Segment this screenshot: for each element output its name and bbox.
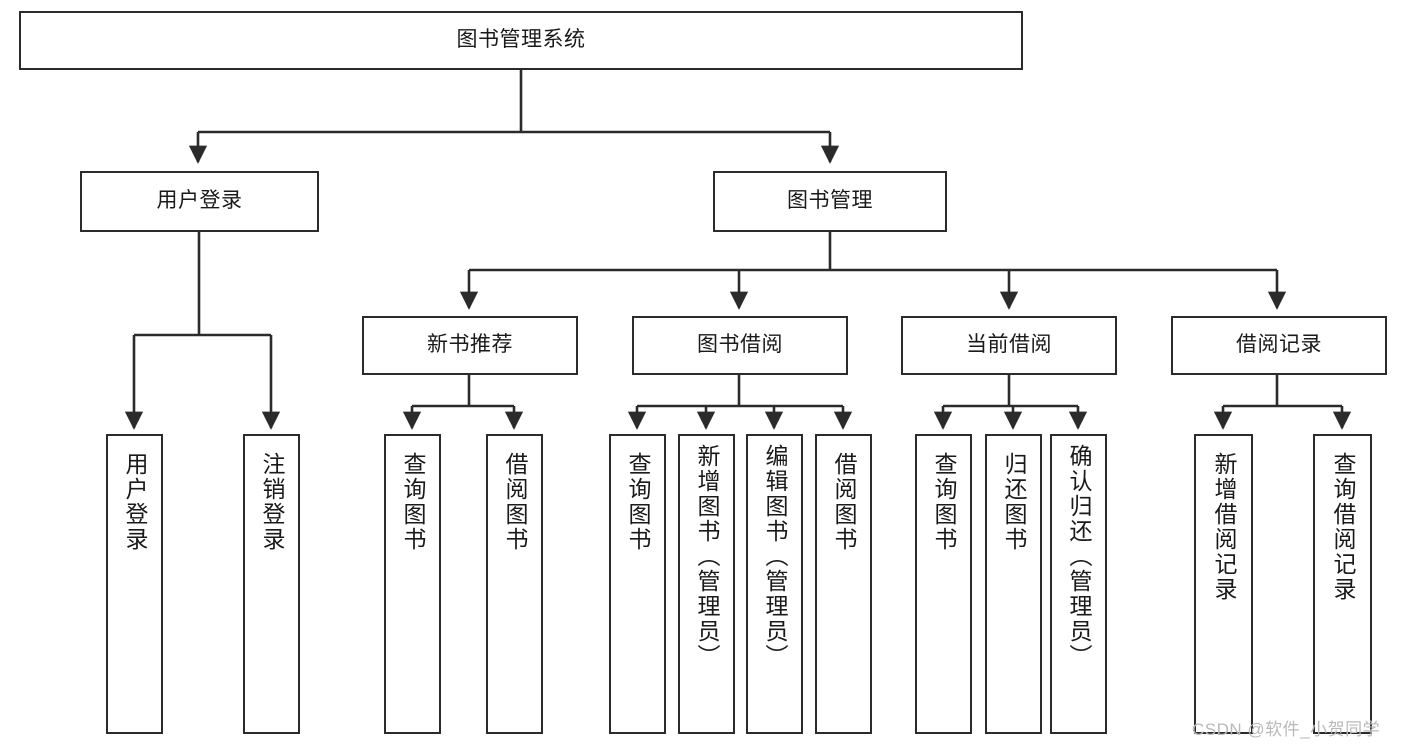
node-label: 图书管理: [787, 189, 873, 213]
leaf-user-login-logout[interactable]: 注销登录: [243, 434, 300, 734]
leaf-book-borrow-add[interactable]: 新增图书（管理员）: [678, 434, 735, 734]
leaf-new-book-query[interactable]: 查询图书: [384, 434, 441, 734]
leaf-borrow-record-query[interactable]: 查询借阅记录: [1313, 434, 1372, 734]
node-label: 注销登录: [259, 452, 285, 552]
node-book-management[interactable]: 图书管理: [713, 171, 947, 232]
node-label: 查询借阅记录: [1330, 452, 1356, 602]
node-label: 借阅图书: [502, 452, 528, 552]
leaf-user-login-login[interactable]: 用户登录: [106, 434, 163, 734]
node-label: 查询图书: [400, 452, 426, 552]
node-current-borrow[interactable]: 当前借阅: [901, 316, 1117, 375]
node-label: 归还图书: [1001, 452, 1027, 552]
leaf-book-borrow-borrow[interactable]: 借阅图书: [815, 434, 872, 734]
leaf-book-borrow-edit[interactable]: 编辑图书（管理员）: [746, 434, 803, 734]
node-label: 确认归还（管理员）: [1066, 444, 1092, 669]
leaf-current-borrow-confirm[interactable]: 确认归还（管理员）: [1050, 434, 1107, 734]
node-borrow-record[interactable]: 借阅记录: [1171, 316, 1387, 375]
leaf-current-borrow-return[interactable]: 归还图书: [985, 434, 1042, 734]
leaf-new-book-borrow[interactable]: 借阅图书: [486, 434, 543, 734]
node-root-system[interactable]: 图书管理系统: [19, 11, 1023, 70]
csdn-watermark: CSDN @软件_小贺同学: [1192, 720, 1381, 739]
node-book-borrow[interactable]: 图书借阅: [632, 316, 848, 375]
node-label: 新增图书（管理员）: [694, 444, 720, 669]
node-label: 新增借阅记录: [1211, 452, 1237, 602]
node-label: 图书借阅: [697, 333, 783, 357]
leaf-current-borrow-query[interactable]: 查询图书: [915, 434, 972, 734]
node-label: 编辑图书（管理员）: [762, 444, 788, 669]
node-new-book-recommend[interactable]: 新书推荐: [362, 316, 578, 375]
node-label: 借阅图书: [831, 452, 857, 552]
node-label: 用户登录: [122, 452, 148, 552]
leaf-book-borrow-query[interactable]: 查询图书: [609, 434, 666, 734]
node-label: 图书管理系统: [456, 28, 586, 52]
node-label: 借阅记录: [1236, 333, 1322, 357]
node-label: 用户登录: [156, 189, 243, 213]
node-user-login[interactable]: 用户登录: [80, 171, 319, 232]
node-label: 查询图书: [625, 452, 651, 552]
node-label: 新书推荐: [427, 333, 513, 357]
node-label: 当前借阅: [966, 333, 1052, 357]
leaf-borrow-record-add[interactable]: 新增借阅记录: [1194, 434, 1253, 734]
node-label: 查询图书: [931, 452, 957, 552]
